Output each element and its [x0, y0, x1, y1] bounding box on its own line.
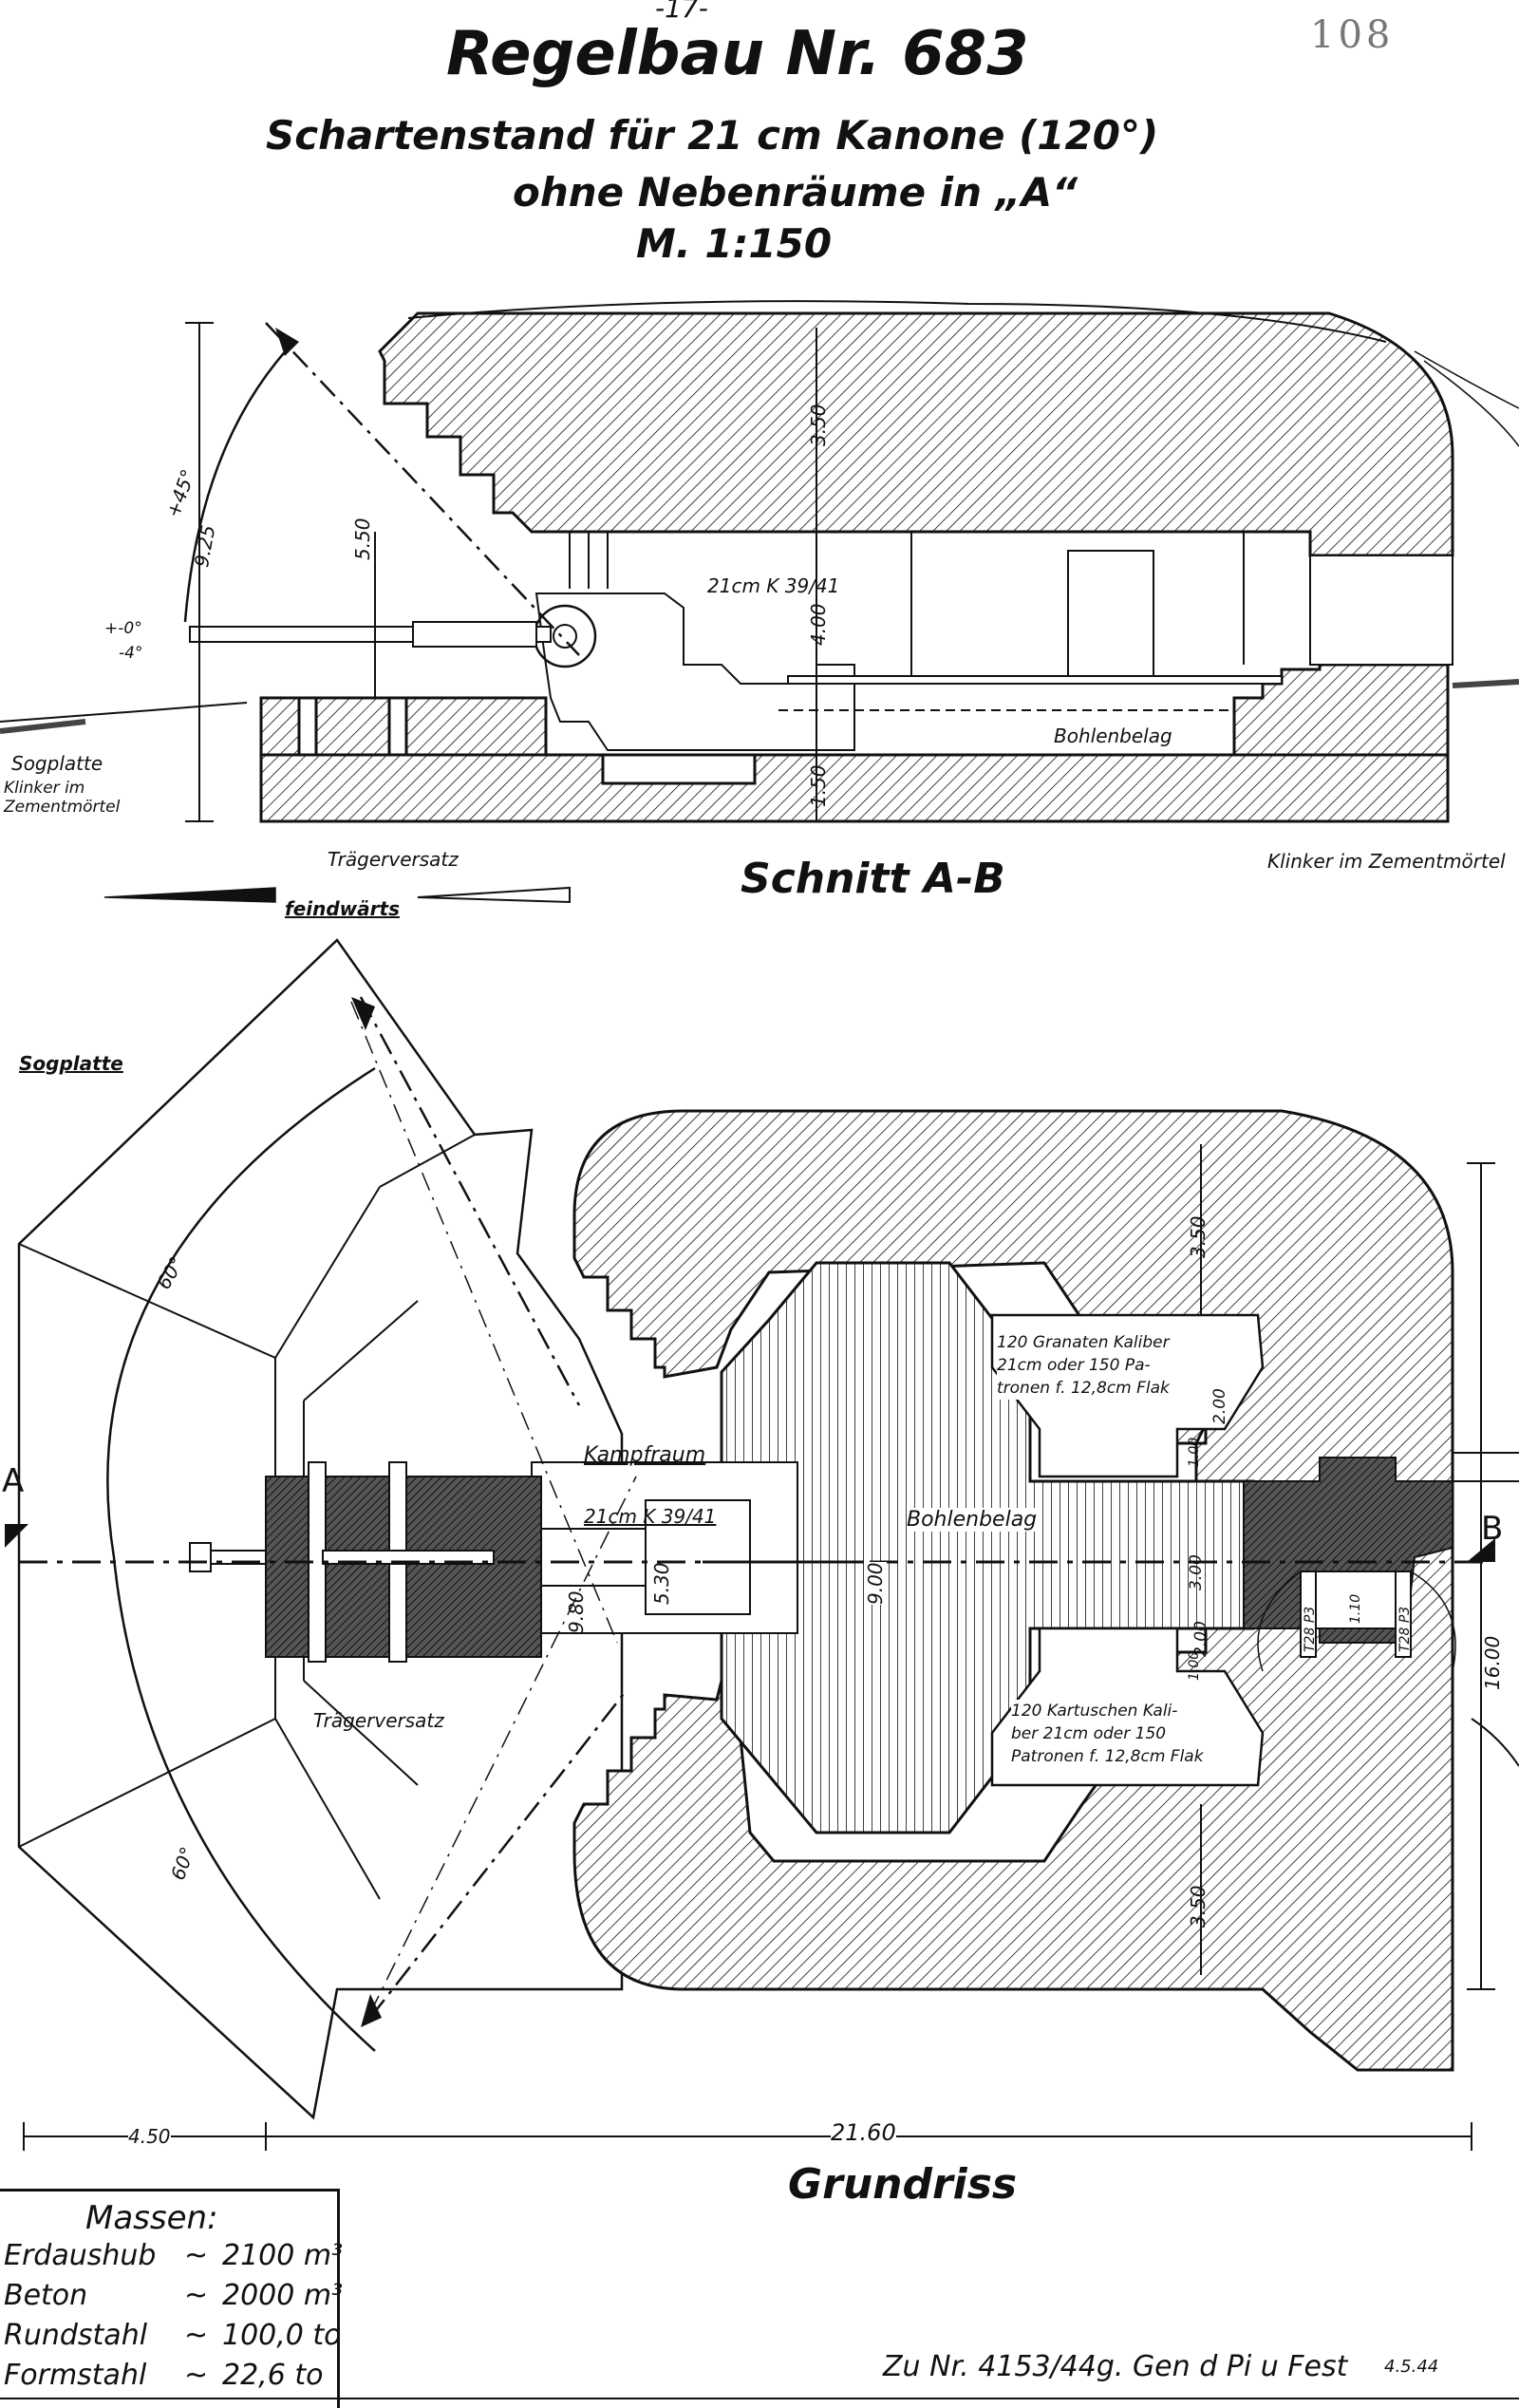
masses-table: Massen: Erdaushub ~ 2100 m³ Beton ~ 2000…	[0, 2189, 344, 2408]
label-ammo-bottom: 120 Kartuschen Kali- ber 21cm oder 150 P…	[1011, 1700, 1204, 1768]
label-door-mid: 1.10	[1348, 1593, 1363, 1624]
drawing-title: Regelbau Nr. 683	[446, 19, 1029, 89]
label-sogplatte-plan: Sogplatte	[19, 1052, 123, 1075]
label-door-left: T28 P3	[1303, 1606, 1318, 1652]
dim-roof-section: 3.50	[807, 404, 830, 446]
label-sogplatte-section: Sogplatte	[11, 752, 103, 775]
archive-stamp: 108	[1310, 13, 1395, 57]
dim-wall-bottom: 3.50	[1187, 1885, 1210, 1928]
mass-approx: ~	[184, 2239, 209, 2272]
footer-reference: Zu Nr. 4153/44g. Gen d Pi u Fest	[883, 2350, 1348, 2383]
dim-total-length: 21.60	[831, 2119, 896, 2146]
label-kampfraum: Kampfraum	[584, 1443, 706, 1467]
footer-date: 4.5.44	[1384, 2357, 1439, 2377]
section-floor-slab	[259, 753, 1450, 823]
drawing-scale: M. 1:150	[636, 220, 833, 267]
mass-name: Rundstahl	[4, 2319, 148, 2352]
footer-rule	[0, 2398, 1519, 2399]
section-marker-a: A	[2, 1462, 25, 1500]
label-ammo-top: 120 Granaten Kaliber 21cm oder 150 Pa- t…	[997, 1331, 1170, 1400]
label-door-right: T28 P3	[1397, 1606, 1413, 1652]
label-direction: feindwärts	[285, 897, 400, 920]
mass-value: 2000 m³	[222, 2279, 344, 2312]
section-title: Schnitt A-B	[741, 855, 1005, 903]
dim-niche-top: 1.00	[1187, 1437, 1202, 1467]
plan-title: Grundriss	[788, 2160, 1018, 2209]
mass-value: 22,6 to	[222, 2359, 324, 2392]
label-bohlenbelag-plan: Bohlenbelag	[907, 1508, 1038, 1532]
dim-gap-top: 2.00	[1210, 1388, 1229, 1424]
section-drawing	[0, 300, 1519, 904]
label-klinker-right: Klinker im Zementmörtel	[1267, 850, 1506, 873]
label-gun-plan: 21cm K 39/41	[584, 1505, 717, 1528]
label-traegerversatz-section: Trägerversatz	[328, 848, 459, 871]
label-klinker-left: Klinker im Zementmörtel	[4, 779, 121, 817]
dim-front: 4.50	[128, 2125, 171, 2148]
dim-room-section: 4.00	[807, 603, 830, 646]
ammo-top-line2: 21cm oder 150 Pa-	[997, 1356, 1151, 1375]
dim-total-height-section: 5.50	[351, 517, 374, 560]
ammo-bottom-line1: 120 Kartuschen Kali-	[1011, 1702, 1178, 1721]
dim-width-room: 9.80	[565, 1590, 588, 1633]
ammo-top-line1: 120 Granaten Kaliber	[997, 1333, 1170, 1352]
mass-name: Formstahl	[4, 2359, 147, 2392]
dim-gap-bottom: 2.00	[1191, 1621, 1210, 1657]
mass-approx: ~	[184, 2359, 209, 2392]
label-gun-section: 21cm K 39/41	[707, 574, 840, 597]
page-number: -17-	[655, 0, 708, 24]
drawing-subtitle-2: ohne Nebenräume in „A“	[513, 169, 1078, 216]
mass-value: 2100 m³	[222, 2239, 344, 2272]
ammo-top-line3: tronen f. 12,8cm Flak	[997, 1379, 1170, 1398]
mass-approx: ~	[184, 2319, 209, 2352]
label-traegerversatz-plan: Trägerversatz	[313, 1709, 444, 1732]
masses-header: Massen:	[85, 2199, 218, 2237]
dim-passage: 3.00	[1187, 1554, 1206, 1590]
dim-elevation-zero: +-0°	[104, 619, 142, 638]
ammo-bottom-line3: Patronen f. 12,8cm Flak	[1011, 1747, 1204, 1766]
section-marker-b: B	[1481, 1510, 1504, 1548]
plan-drawing	[5, 938, 1519, 2151]
mass-approx: ~	[184, 2279, 209, 2312]
mass-name: Beton	[4, 2279, 88, 2312]
dim-floor-section: 1.50	[807, 764, 830, 807]
drawing-subtitle: Schartenstand für 21 cm Kanone (120°)	[266, 112, 1159, 159]
dim-total-height-plan: 16.00	[1481, 1635, 1504, 1690]
dim-wall-top: 3.50	[1187, 1215, 1210, 1258]
dim-gun-room: 5.30	[650, 1562, 673, 1605]
dim-elevation-down: -4°	[119, 644, 143, 663]
mass-value: 100,0 to	[222, 2319, 342, 2352]
ammo-bottom-line2: ber 21cm oder 150	[1011, 1724, 1167, 1743]
section-roof	[378, 311, 1454, 557]
mass-name: Erdaushub	[4, 2239, 157, 2272]
label-bohlenbelag-section: Bohlenbelag	[1054, 724, 1172, 747]
dim-width-inner: 9.00	[864, 1562, 887, 1605]
